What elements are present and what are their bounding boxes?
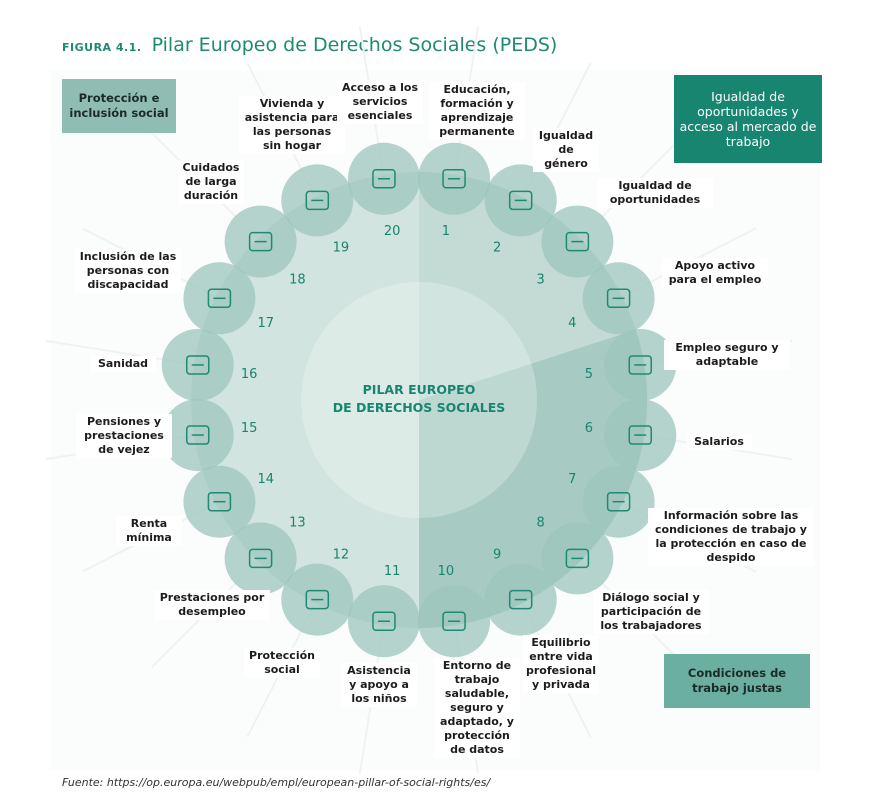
principle-number: 1 <box>442 224 450 239</box>
coins-icon-shape <box>628 425 652 445</box>
principle-label: Igualdad de oportunidades <box>597 178 713 208</box>
principle-number: 10 <box>438 564 455 579</box>
principle-label: Diálogo social y participación de los tr… <box>593 590 709 634</box>
center-title-line2: DE DERECHOS SOCIALES <box>333 400 506 415</box>
principle-number: 3 <box>536 272 544 287</box>
principle-label: Igualdad de género <box>533 128 599 172</box>
principle-number: 20 <box>384 224 401 239</box>
principle-label: Empleo seguro y adaptable <box>664 340 790 370</box>
wheelchair-icon <box>207 288 232 309</box>
principle-number: 14 <box>257 472 274 487</box>
principle-number: 5 <box>585 367 593 382</box>
power-plug-icon <box>372 169 396 189</box>
principle-number: 15 <box>241 421 258 436</box>
center-title-line1: PILAR EUROPEO <box>363 382 476 397</box>
elderly-walker-icon <box>248 231 273 252</box>
principle-label: Información sobre las condiciones de tra… <box>648 508 814 566</box>
principle-label: Equilibrio entre vida profesional y priv… <box>523 635 599 693</box>
figure-title: FIGURA 4.1. Pilar Europeo de Derechos So… <box>62 34 557 56</box>
principle-number: 9 <box>493 547 501 562</box>
hand-arrow-icon <box>207 491 232 512</box>
gender-equality-icon <box>508 190 533 211</box>
principle-number: 13 <box>289 516 306 531</box>
principle-label: Entorno de trabajo saludable, seguro y a… <box>434 658 520 758</box>
work-life-icon <box>508 589 533 610</box>
principle-number: 12 <box>333 547 350 562</box>
sector-fair-conditions <box>419 329 647 628</box>
shield-check-icon <box>442 611 466 631</box>
house-bed-icon <box>305 190 330 211</box>
principle-label: Asistencia y apoyo a los niños <box>341 663 417 707</box>
medical-kit-icon <box>186 355 210 375</box>
category-fair-working-conditions: Condiciones de trabajo justas <box>664 654 810 708</box>
principle-number: 11 <box>384 564 401 579</box>
work-life-icon-shape <box>508 589 533 610</box>
principle-label: Renta mínima <box>116 516 182 546</box>
hand-briefcase-icon-shape <box>606 288 631 309</box>
principle-number: 8 <box>536 516 544 531</box>
document-glasses-icon <box>186 425 210 445</box>
parent-child-icon <box>372 611 396 631</box>
wallet-euro-icon-shape <box>248 548 273 569</box>
parent-child-icon-shape <box>372 611 396 631</box>
source-citation: Fuente: https://op.europa.eu/webpub/empl… <box>62 776 491 789</box>
principle-number: 16 <box>241 367 258 382</box>
principle-number: 19 <box>333 241 350 256</box>
principle-label: Educación, formación y aprendizaje perma… <box>429 82 525 140</box>
info-bubble-icon <box>606 491 631 512</box>
category-protection-inclusion: Protección e inclusión social <box>62 79 176 133</box>
graduation-cap-icon <box>442 169 466 189</box>
category-equal-opportunities: Igualdad de oportunidades y acceso al me… <box>674 75 822 163</box>
principle-label: Apoyo activo para el empleo <box>662 258 768 288</box>
principle-icons <box>186 169 652 631</box>
principle-number: 4 <box>568 316 576 331</box>
principle-number: 2 <box>493 241 501 256</box>
principle-label: Sanidad <box>90 356 156 372</box>
principle-label: Prestaciones por desempleo <box>154 590 270 620</box>
principle-label: Salarios <box>686 434 752 450</box>
hand-arrow-icon-shape <box>207 491 232 512</box>
hand-briefcase-icon <box>606 288 631 309</box>
wheelchair-icon-shape <box>207 288 232 309</box>
wallet-euro-icon <box>248 548 273 569</box>
principle-number: 7 <box>568 472 576 487</box>
principle-label: Inclusión de las personas con discapacid… <box>75 249 181 293</box>
figure-title-text: Pilar Europeo de Derechos Sociales (PEDS… <box>151 34 558 56</box>
principle-label: Cuidados de larga duración <box>178 160 244 204</box>
document-glasses-icon-shape <box>186 425 210 445</box>
chat-bubbles-icon <box>565 548 590 569</box>
graduation-cap-icon-shape <box>442 169 466 189</box>
principle-label: Protección social <box>244 648 320 678</box>
info-bubble-icon-shape <box>606 491 631 512</box>
sector-equal-opportunities <box>419 172 636 400</box>
house-bed-icon-shape <box>305 190 330 211</box>
principle-number: 6 <box>585 421 593 436</box>
chat-bubbles-icon-shape <box>565 548 590 569</box>
coins-icon <box>628 425 652 445</box>
umbrella-family-icon-shape <box>305 589 330 610</box>
puzzle-icon <box>628 355 652 375</box>
principle-label: Vivienda y asistencia para las personas … <box>239 96 345 154</box>
umbrella-family-icon <box>305 589 330 610</box>
center-circle <box>301 282 537 518</box>
helping-hand-icon <box>565 231 590 252</box>
figure-label: FIGURA 4.1. <box>62 41 142 54</box>
gender-equality-icon-shape <box>508 190 533 211</box>
elderly-walker-icon-shape <box>248 231 273 252</box>
medical-kit-icon-shape <box>186 355 210 375</box>
principle-number: 17 <box>257 316 274 331</box>
shield-check-icon-shape <box>442 611 466 631</box>
power-plug-icon-shape <box>372 169 396 189</box>
principle-number: 18 <box>289 272 306 287</box>
principle-label: Acceso a los servicios esenciales <box>337 80 423 124</box>
principle-label: Pensiones y prestaciones de vejez <box>76 414 172 458</box>
puzzle-icon-shape <box>628 355 652 375</box>
helping-hand-icon-shape <box>565 231 590 252</box>
